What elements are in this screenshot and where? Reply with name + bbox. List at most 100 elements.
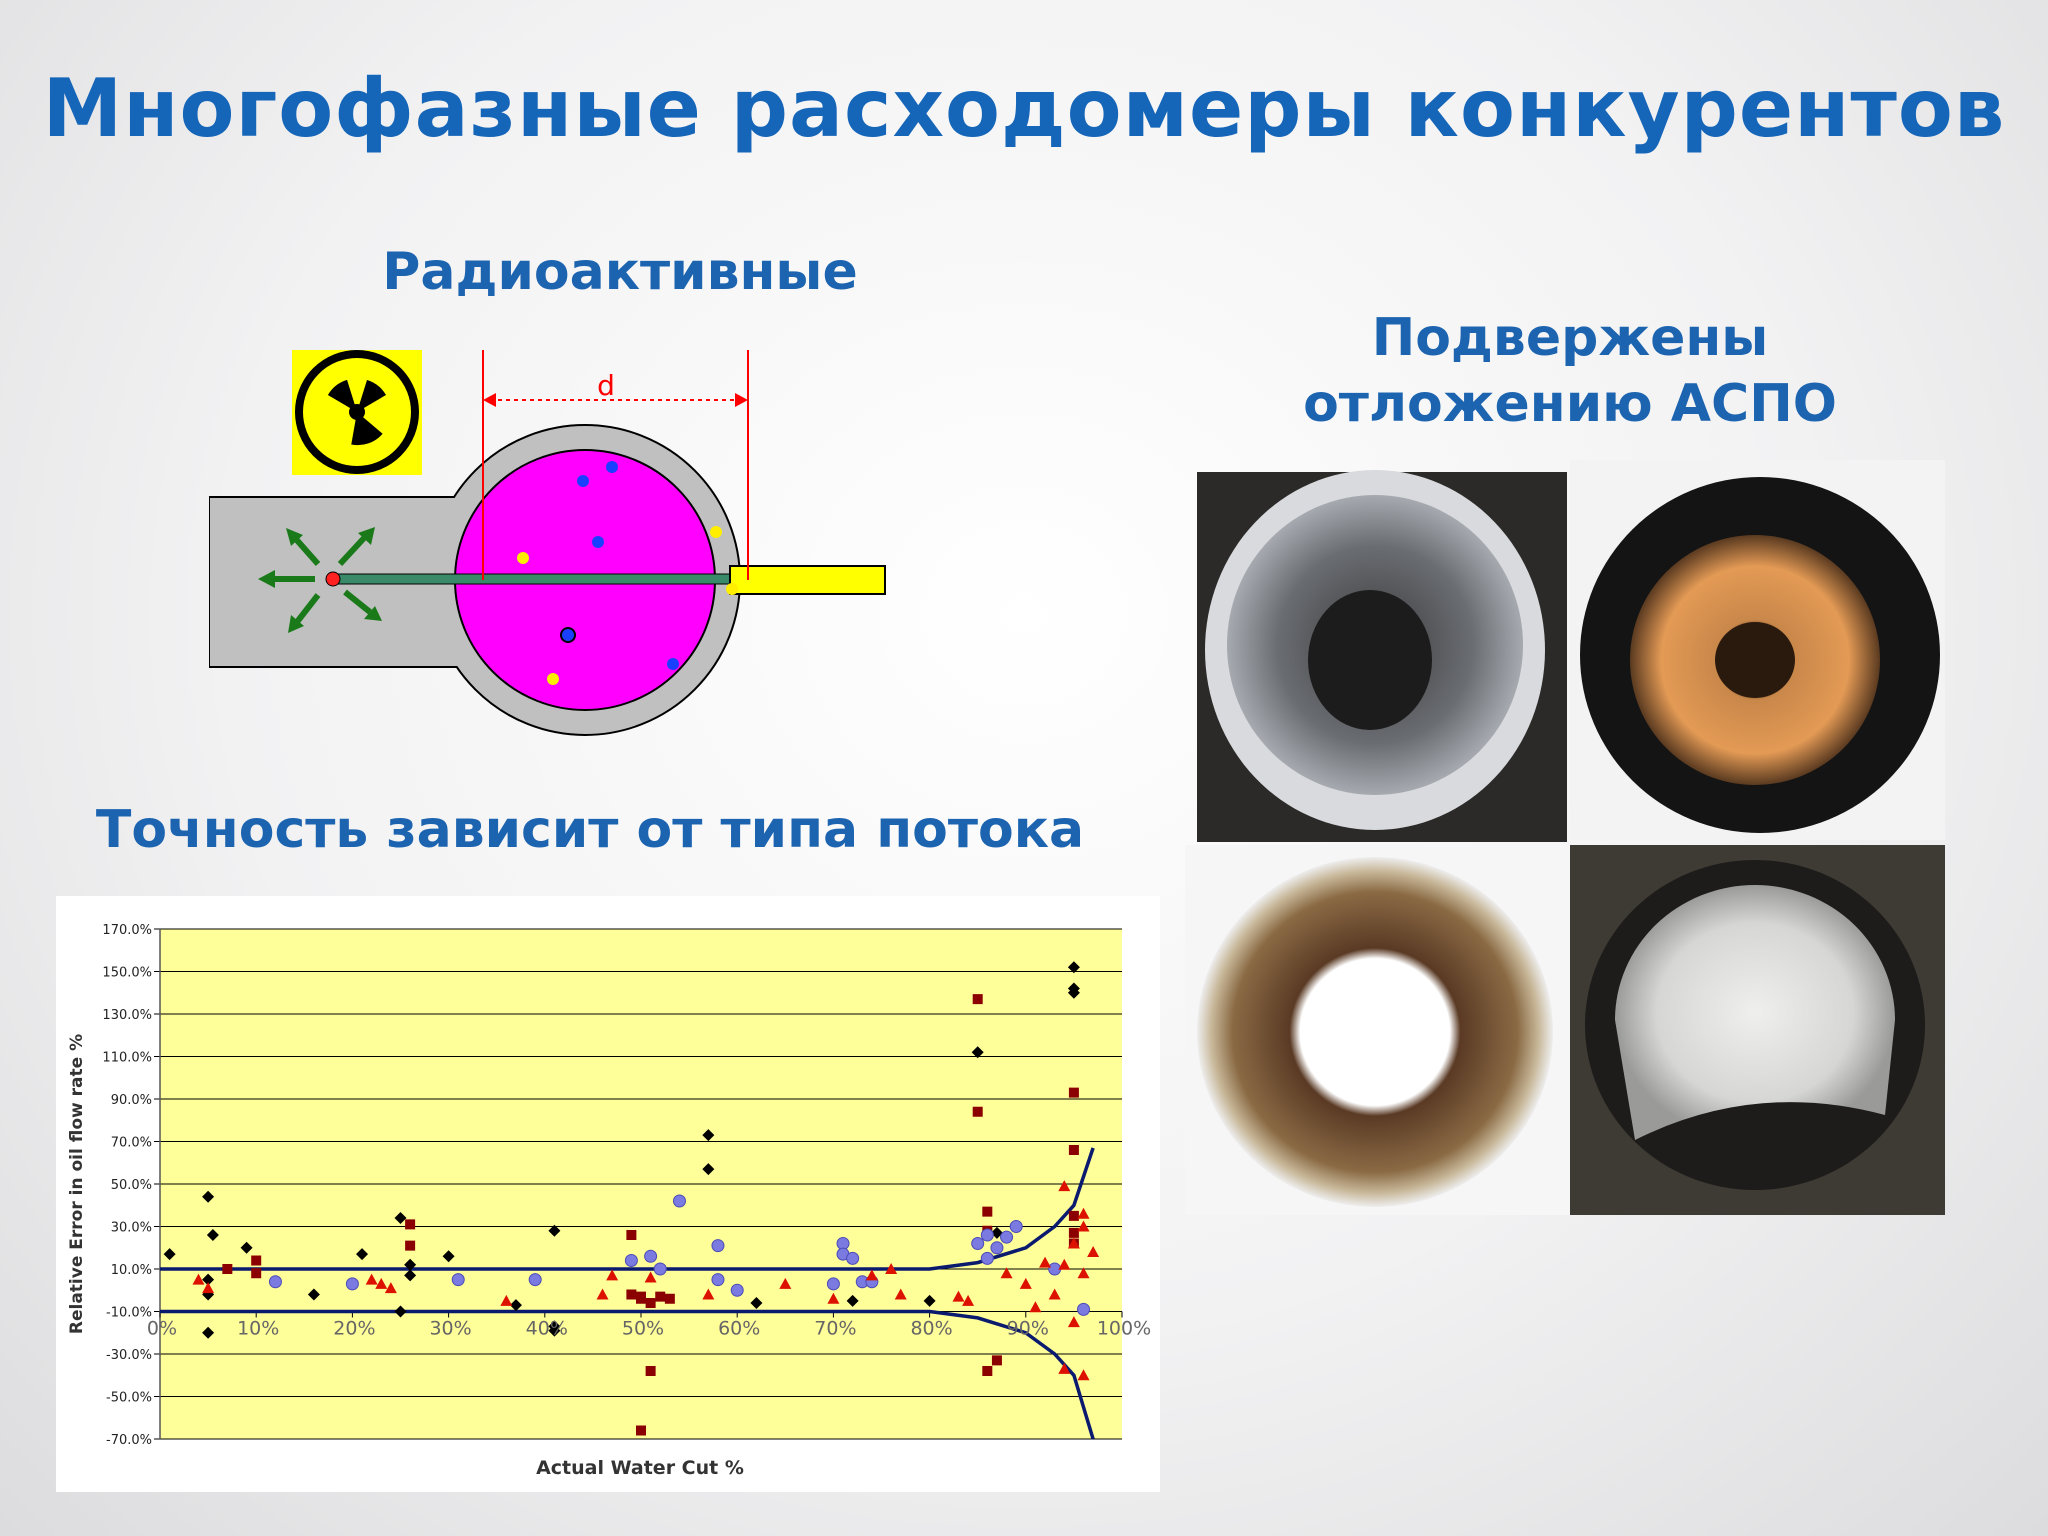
y-tick-label: 110.0% <box>102 1051 152 1066</box>
point-circle <box>653 1262 667 1276</box>
point-square <box>645 1298 656 1308</box>
point-square <box>626 1230 637 1240</box>
point-diamond <box>846 1294 859 1307</box>
envelope-upper <box>160 1147 1095 1271</box>
point-triangle <box>1077 1369 1090 1381</box>
point-diamond <box>442 1250 455 1263</box>
point-triangle <box>606 1269 619 1281</box>
point-circle <box>980 1228 994 1242</box>
radioactive-meter-diagram: d <box>209 350 886 736</box>
radioactive-heading: Радиоактивные <box>382 242 858 302</box>
point-diamond <box>356 1248 369 1261</box>
slide-title: Многофазные расходомеры конкурентов <box>42 62 2006 155</box>
flow-particles <box>517 461 738 685</box>
point-circle <box>971 1237 985 1250</box>
point-diamond <box>548 1324 561 1337</box>
point-square <box>636 1293 646 1304</box>
point-square <box>636 1425 646 1436</box>
deposit-photos-grid <box>1185 460 1945 1215</box>
point-square <box>626 1289 637 1300</box>
point-triangle <box>1077 1207 1090 1219</box>
accuracy-heading: Точность зависит от типа потока <box>95 800 1085 860</box>
point-triangle <box>202 1282 215 1294</box>
point-circle <box>980 1251 994 1265</box>
error-vs-watercut-chart: 170.0%150.0%130.0%110.0%90.0%70.0%50.0%3… <box>56 896 1160 1492</box>
point-circle <box>672 1194 686 1208</box>
x-tick-label: 20% <box>333 1318 375 1340</box>
point-square <box>982 1206 993 1217</box>
point-circle <box>826 1277 840 1291</box>
point-diamond <box>1067 961 1080 974</box>
point-triangle <box>1067 1237 1080 1249</box>
point-square <box>405 1219 416 1230</box>
y-tick-label: -10.0% <box>106 1306 152 1321</box>
beam-rod <box>329 573 731 585</box>
point-diamond <box>750 1297 763 1309</box>
x-tick-label: 60% <box>718 1318 760 1340</box>
point-diamond <box>404 1269 417 1282</box>
aspo-heading-line-1: Подвержены <box>1371 308 1769 368</box>
point-diamond <box>240 1241 253 1254</box>
point-triangle <box>1058 1362 1071 1374</box>
x-axis-label: Actual Water Cut % <box>536 1457 744 1479</box>
point-square <box>972 1106 983 1117</box>
point-square <box>982 1366 993 1376</box>
point-diamond <box>163 1248 176 1261</box>
point-triangle <box>1048 1288 1061 1300</box>
point-triangle <box>192 1273 205 1285</box>
point-diamond <box>548 1224 561 1237</box>
point-square <box>1068 1227 1079 1238</box>
point-diamond <box>990 1226 1003 1239</box>
point-triangle <box>644 1271 657 1283</box>
point-circle <box>345 1277 359 1291</box>
x-tick-labels: 0%10%20%30%40%50%60%70%80%90%100% <box>147 1318 1151 1340</box>
point-circle <box>1009 1220 1023 1233</box>
y-tick-label: 170.0% <box>102 923 152 938</box>
point-square <box>1068 1087 1079 1098</box>
point-triangle <box>894 1288 907 1300</box>
y-tick-label: -30.0% <box>106 1348 152 1363</box>
data-points <box>163 961 1100 1436</box>
point-triangle <box>827 1292 840 1304</box>
point-triangle <box>375 1277 388 1289</box>
photo-brown-ring-deposit-pipe <box>1185 845 1570 1215</box>
y-tick-labels: 170.0%150.0%130.0%110.0%90.0%70.0%50.0%3… <box>102 923 152 1448</box>
radiation-source <box>325 571 341 587</box>
point-diamond <box>923 1294 936 1307</box>
point-triangle <box>1000 1267 1013 1279</box>
x-tick-label: 50% <box>622 1318 664 1340</box>
radiation-trefoil-icon <box>292 350 422 475</box>
point-circle <box>711 1239 725 1253</box>
y-tick-label: -50.0% <box>106 1391 152 1406</box>
point-triangle <box>1029 1301 1042 1313</box>
point-square <box>655 1291 666 1302</box>
point-diamond <box>971 1046 984 1059</box>
point-square <box>222 1264 233 1274</box>
point-diamond <box>394 1212 407 1224</box>
point-triangle <box>1039 1256 1052 1268</box>
y-tick-label: 90.0% <box>111 1093 152 1108</box>
point-circle <box>528 1273 542 1287</box>
point-square <box>664 1293 675 1304</box>
point-circle <box>990 1241 1004 1255</box>
point-diamond <box>307 1288 320 1301</box>
point-triangle <box>596 1288 609 1300</box>
envelope-lower <box>160 1309 1095 1440</box>
error-envelope <box>160 1147 1095 1440</box>
x-tick-label: 80% <box>910 1318 952 1340</box>
point-diamond <box>202 1273 215 1286</box>
point-triangle <box>1077 1267 1090 1279</box>
point-circle <box>730 1283 744 1297</box>
x-tick-label: 0% <box>147 1318 177 1340</box>
point-circle <box>711 1273 725 1287</box>
y-tick-label: 150.0% <box>102 966 152 981</box>
point-triangle <box>779 1277 792 1289</box>
point-triangle <box>885 1263 898 1274</box>
aspo-deposit-heading: Подвержены отложению АСПО <box>1240 305 1900 437</box>
point-triangle <box>1077 1220 1090 1232</box>
point-square <box>1068 1145 1079 1155</box>
point-triangle <box>384 1282 397 1294</box>
point-diamond <box>702 1129 715 1142</box>
y-axis-label: Relative Error in oil flow rate % <box>67 1034 87 1334</box>
point-circle <box>624 1254 638 1267</box>
